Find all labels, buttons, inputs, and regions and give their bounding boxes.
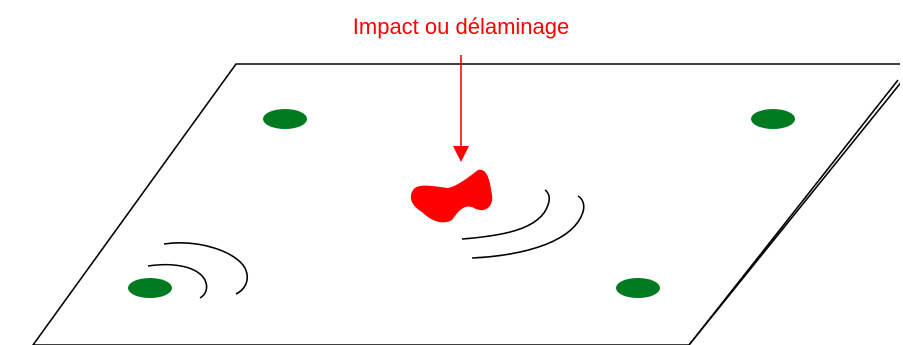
sensor-top-left (263, 109, 307, 129)
sensor-top-right (751, 109, 795, 129)
plate-right-mask (900, 60, 903, 90)
sensor-bottom-left (128, 278, 172, 298)
annotation-arrow (453, 55, 469, 162)
sensor-bottom-right (616, 278, 660, 298)
defect-waves (461, 189, 585, 259)
annotation-label: Impact ou délaminage (353, 14, 569, 39)
sensor-waves (147, 242, 249, 299)
plate-right-edge (688, 79, 899, 345)
defect-shape (410, 169, 493, 223)
